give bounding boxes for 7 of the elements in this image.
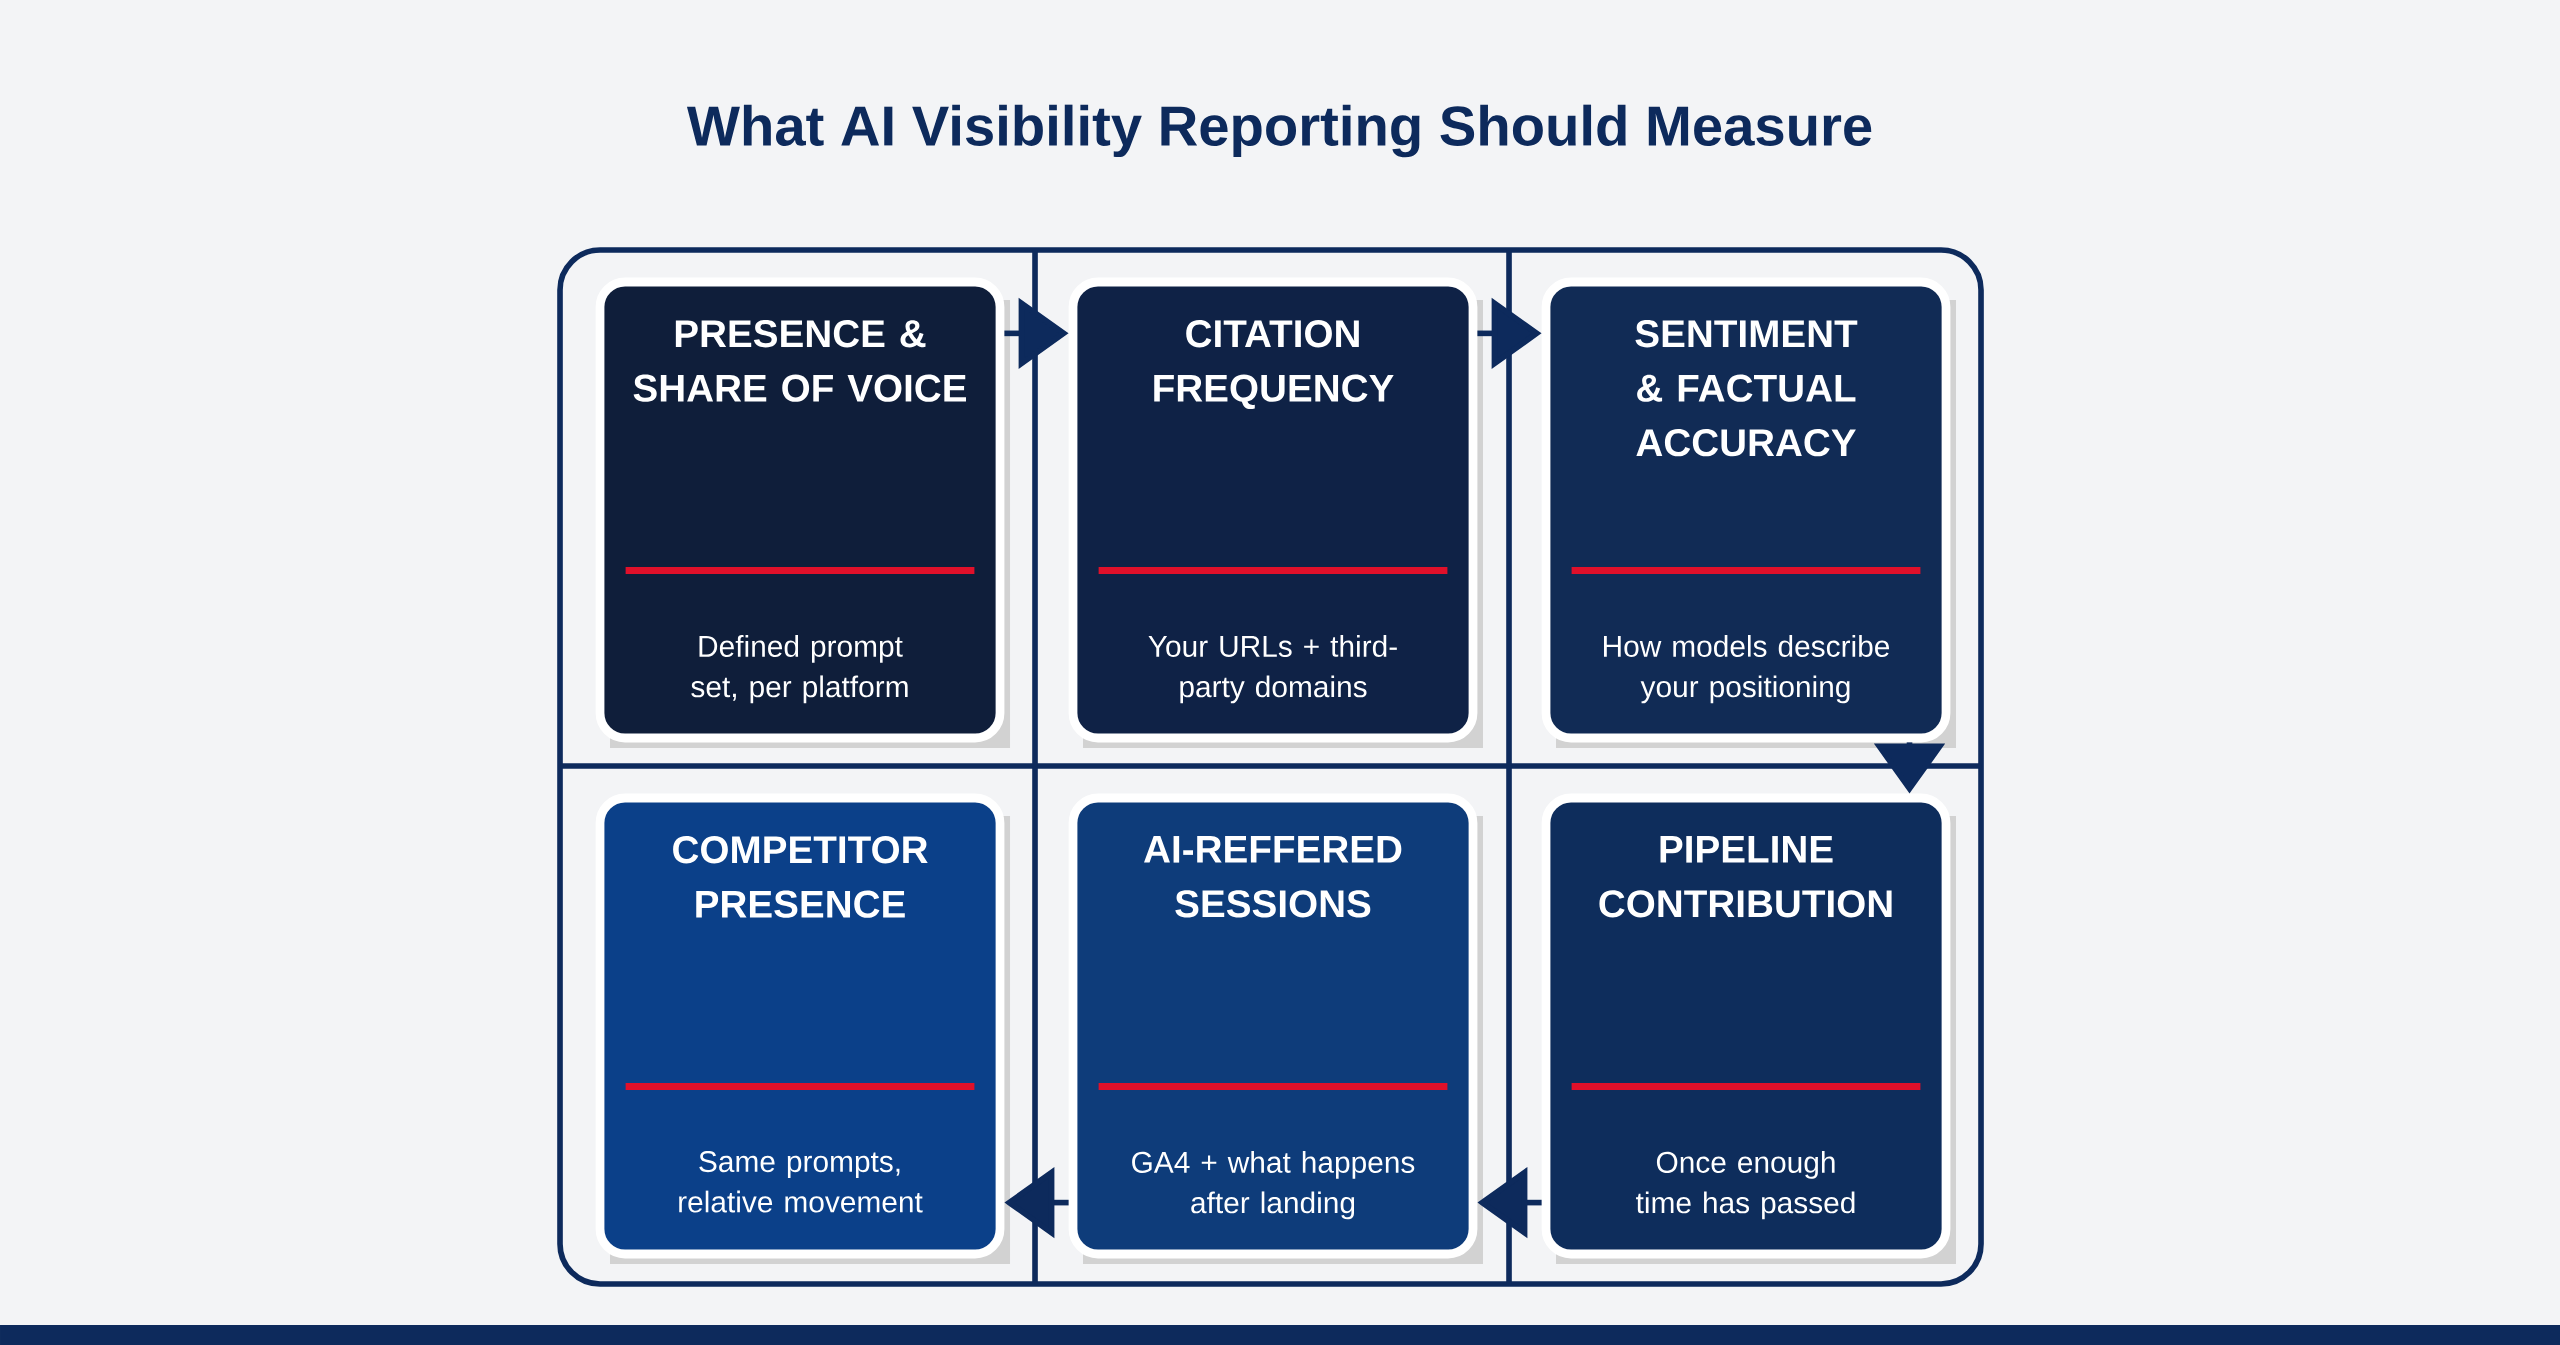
metric-card: PRESENCE & SHARE OF VOICE Defined prompt set, per platform [595, 277, 1010, 748]
metric-card: AI-REFFERED SESSIONS GA4 + what happens after landing [1068, 793, 1483, 1264]
metric-card: SENTIMENT & FACTUAL ACCURACY How models describe your positioning [1541, 277, 1956, 748]
metric-card: CITATION FREQUENCY Your URLs + third-party domains [1068, 277, 1483, 748]
metric-card: COMPETITOR PRESENCE Same prompts, relative movement [595, 793, 1010, 1264]
title: What AI Visibility Reporting Should Measure [686, 104, 1872, 158]
metric-card: PIPELINE CONTRIBUTION Once enough time has passed [1541, 793, 1956, 1264]
